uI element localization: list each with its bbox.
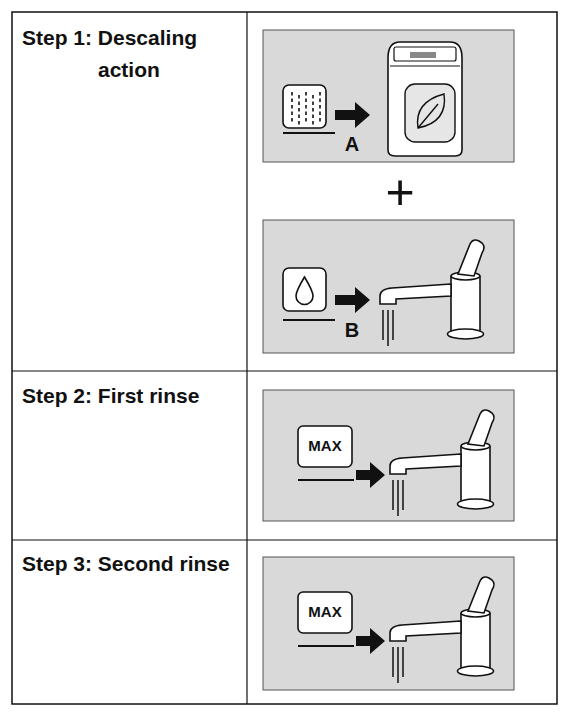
granule-stroke — [298, 121, 300, 125]
drop-symbol — [296, 277, 313, 305]
granule-stroke — [319, 118, 321, 122]
arrow-symbol — [335, 102, 370, 128]
granule-stroke — [312, 121, 314, 125]
water-icon — [283, 268, 326, 311]
descale-icon — [283, 85, 326, 128]
table-border — [12, 12, 557, 704]
faucet-symbol — [390, 410, 494, 516]
granule-stroke — [298, 102, 300, 106]
granule-stroke — [312, 108, 314, 112]
grey-panel — [263, 220, 514, 353]
step-heading: Step 2: First rinse — [22, 380, 242, 412]
granule-stroke — [319, 99, 321, 103]
column-divider — [246, 12, 247, 704]
descale-granules — [292, 92, 320, 125]
step-heading: Step 1: Descaling action — [22, 22, 242, 86]
granule-stroke — [298, 115, 300, 119]
underline — [298, 479, 354, 481]
descaler-pouch — [388, 42, 462, 156]
granule-stroke — [305, 99, 307, 103]
granule-stroke — [319, 92, 321, 96]
granule-stroke — [291, 105, 293, 109]
granule-stroke — [305, 112, 307, 116]
callout-letter: A — [342, 133, 362, 155]
arrow-symbol — [335, 287, 370, 313]
granule-stroke — [319, 112, 321, 116]
callout-letter: B — [342, 319, 362, 341]
grey-panel — [263, 390, 514, 521]
granule-stroke — [305, 118, 307, 122]
faucet-symbol — [380, 240, 484, 346]
granule-stroke — [305, 105, 307, 109]
arrow-symbol — [356, 628, 385, 654]
granule-stroke — [305, 92, 307, 96]
pouch-label — [405, 84, 455, 142]
leaf-symbol — [418, 94, 445, 128]
grey-panel — [263, 557, 514, 690]
granule-stroke — [291, 118, 293, 122]
underline — [283, 132, 335, 134]
row-divider — [12, 370, 557, 371]
row-divider — [12, 539, 557, 540]
faucet-symbol — [390, 577, 494, 683]
granule-stroke — [319, 105, 321, 109]
arrow-symbol — [356, 462, 385, 488]
plus-sign: + — [384, 167, 416, 217]
max-label: MAX — [298, 436, 352, 456]
step-heading: Step 3: Second rinse — [22, 548, 242, 580]
max-icon — [298, 426, 352, 467]
max-icon — [298, 592, 352, 633]
granule-stroke — [291, 92, 293, 96]
pouch-logo — [410, 52, 436, 58]
granule-stroke — [312, 102, 314, 106]
granule-stroke — [298, 95, 300, 99]
pouch-seal — [390, 66, 460, 67]
granule-stroke — [312, 95, 314, 99]
granule-stroke — [298, 108, 300, 112]
max-label: MAX — [298, 602, 352, 622]
underline — [298, 645, 354, 647]
granule-stroke — [291, 112, 293, 116]
granule-stroke — [312, 115, 314, 119]
grey-panel — [263, 30, 514, 162]
underline — [283, 319, 335, 321]
granule-stroke — [291, 99, 293, 103]
pouch-top — [394, 47, 456, 61]
